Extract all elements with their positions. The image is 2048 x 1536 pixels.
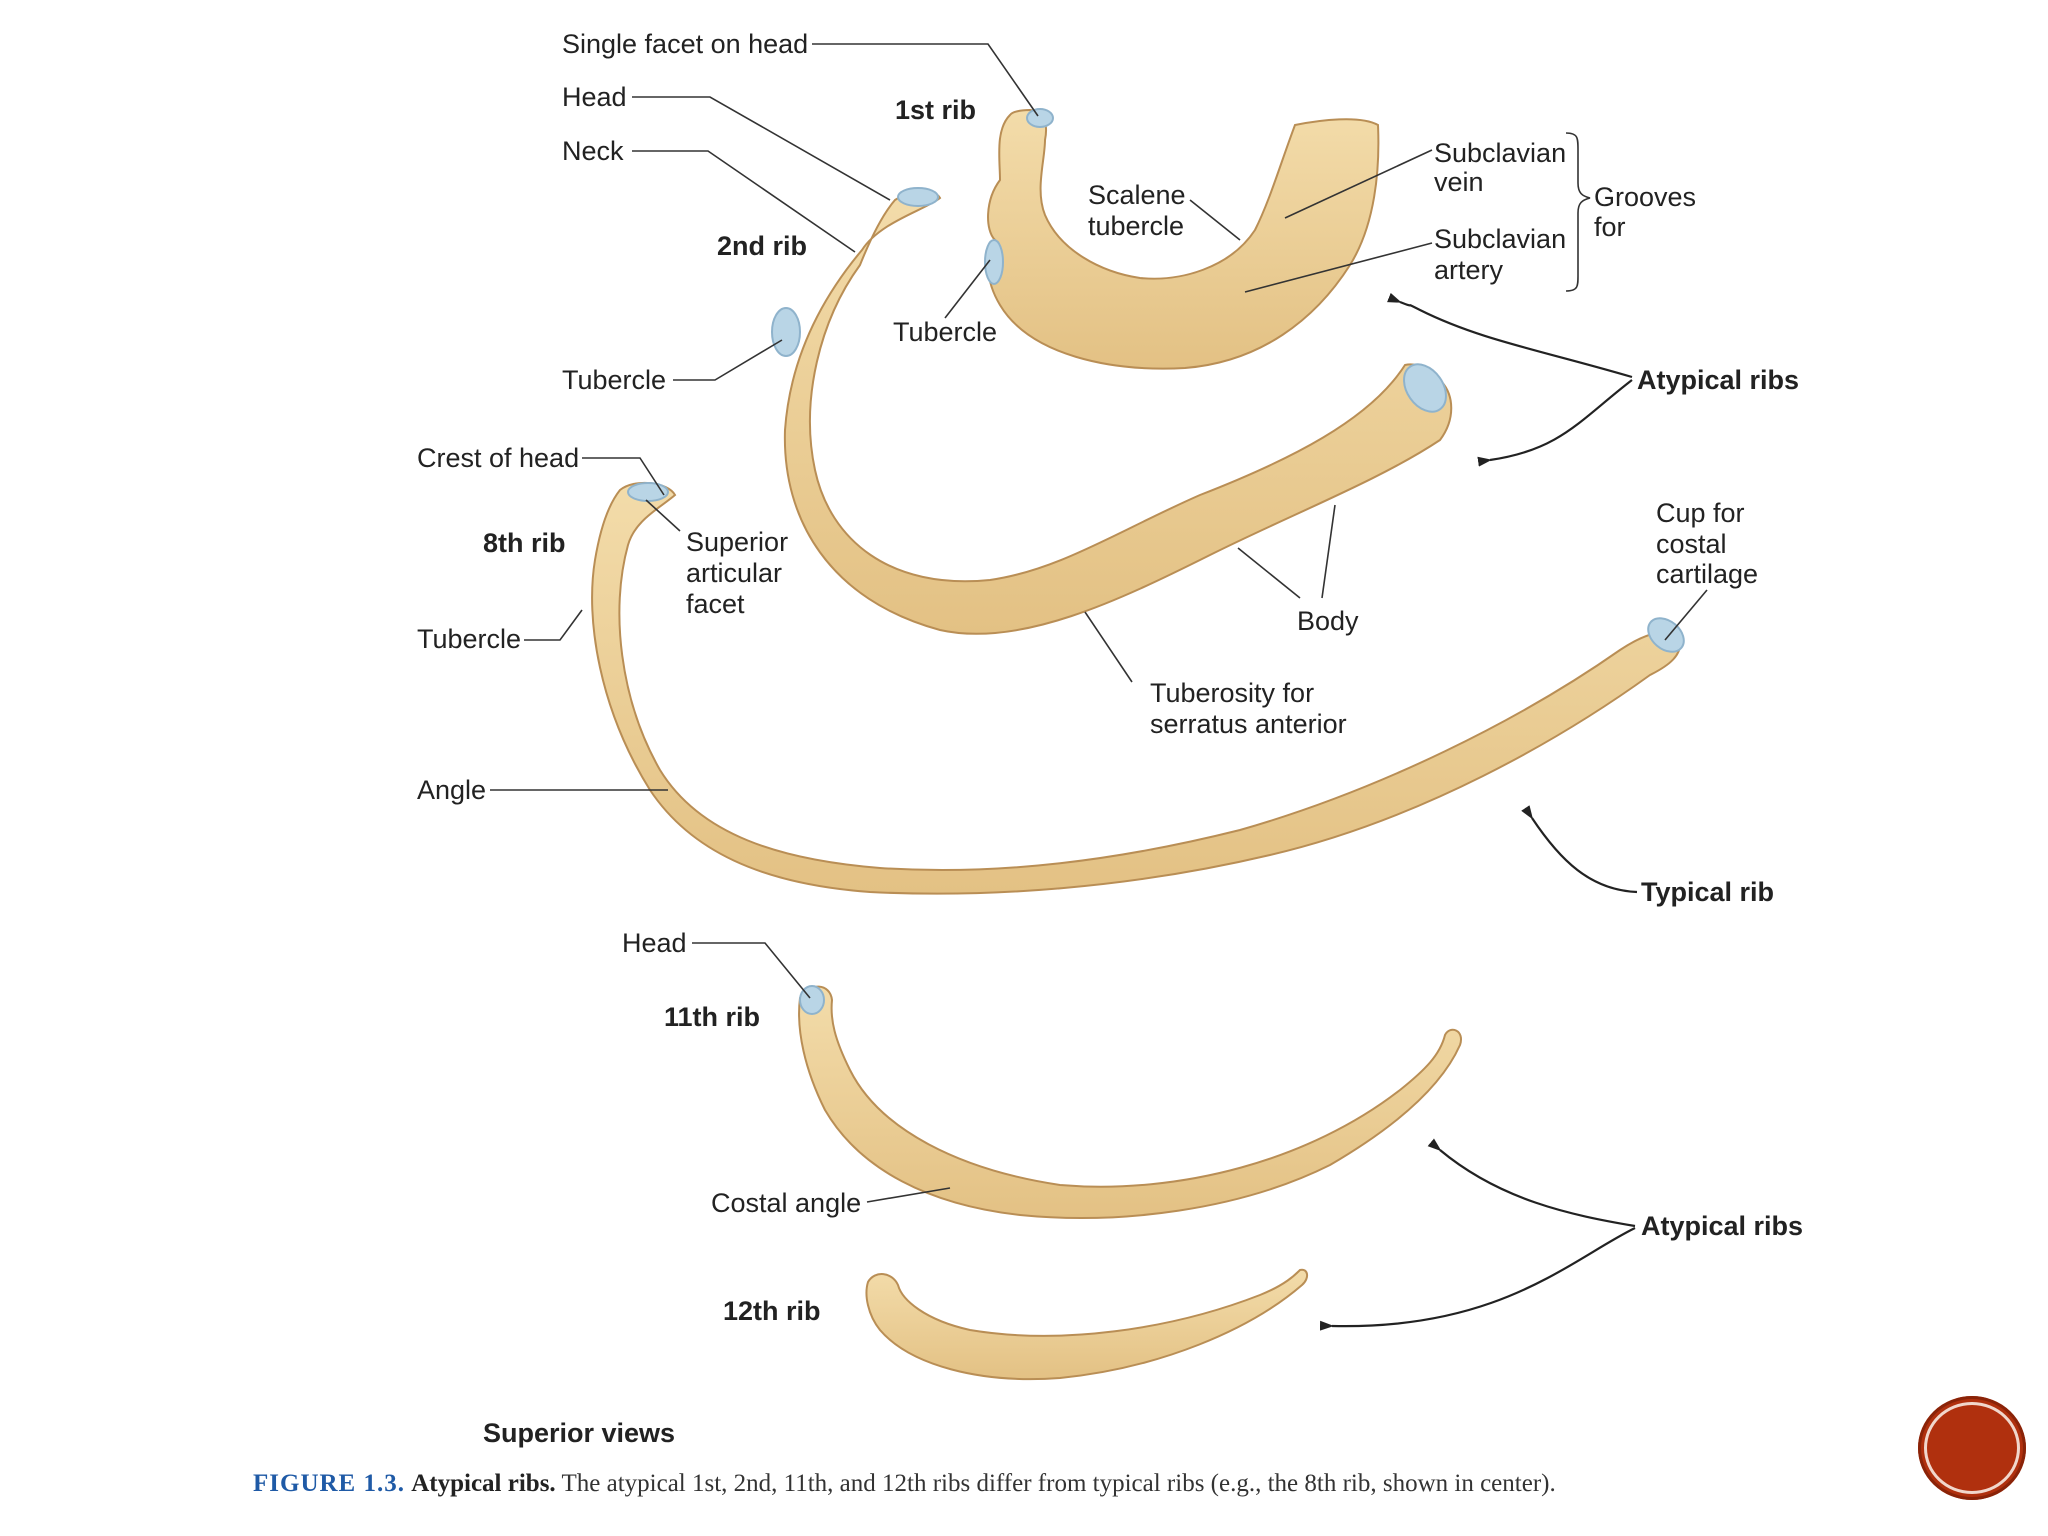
label-cup-1: Cup for: [1656, 498, 1745, 528]
twelfth-rib: [865, 1268, 1308, 1381]
eighth-rib: [591, 481, 1685, 895]
eleventh-rib: [798, 985, 1462, 1219]
label-atypical-ribs-upper: Atypical ribs: [1637, 365, 1799, 395]
label-scalene-tubercle-2: tubercle: [1088, 211, 1184, 241]
label-subclavian-artery-1: Subclavian: [1434, 224, 1566, 254]
grooves-brace: [1565, 132, 1591, 292]
first-rib-tubercle-facet: [984, 239, 1004, 285]
label-head-11th: Head: [622, 928, 687, 958]
label-tubercle-2nd: Tubercle: [562, 365, 666, 395]
figure-caption: FIGURE 1.3. Atypical ribs. The atypical …: [253, 1470, 1753, 1498]
label-cup-2: costal: [1656, 529, 1727, 559]
eighth-rib-costal-cup: [1647, 617, 1685, 653]
caption-title: Atypical ribs.: [411, 1470, 556, 1497]
pointer-arrows: [1319, 292, 1638, 1331]
second-rib-anterior-end: [1403, 363, 1447, 413]
label-cup-3: cartilage: [1656, 559, 1758, 589]
label-atypical-ribs-lower: Atypical ribs: [1641, 1211, 1803, 1241]
label-subclavian-vein-2: vein: [1434, 167, 1484, 197]
label-head: Head: [562, 82, 627, 112]
label-angle: Angle: [417, 775, 486, 805]
caption-text: The atypical 1st, 2nd, 11th, and 12th ri…: [561, 1470, 1556, 1497]
labels: Single facet on head Head Neck 1st rib 2…: [417, 29, 1803, 1448]
label-costal-angle: Costal angle: [711, 1188, 861, 1218]
label-12th-rib: 12th rib: [723, 1296, 821, 1326]
second-rib: [771, 187, 1453, 635]
label-superior-articular-facet-2: articular: [686, 558, 782, 588]
label-2nd-rib: 2nd rib: [717, 231, 807, 261]
label-superior-views: Superior views: [483, 1418, 675, 1448]
label-body: Body: [1297, 606, 1359, 636]
label-1st-rib: 1st rib: [895, 95, 976, 125]
label-typical-rib: Typical rib: [1641, 877, 1774, 907]
label-crest-of-head: Crest of head: [417, 443, 579, 473]
leader-lines: [490, 43, 1708, 1203]
second-rib-tubercle-facet: [771, 307, 801, 357]
label-scalene-tubercle-1: Scalene: [1088, 180, 1186, 210]
label-superior-articular-facet-3: facet: [686, 589, 745, 619]
label-subclavian-artery-2: artery: [1434, 255, 1504, 285]
label-tubercle-1st: Tubercle: [893, 317, 997, 347]
caption-number: FIGURE 1.3.: [253, 1470, 405, 1497]
label-neck: Neck: [562, 136, 624, 166]
label-subclavian-vein-1: Subclavian: [1434, 138, 1566, 168]
label-superior-articular-facet-1: Superior: [686, 527, 788, 557]
label-grooves-for-2: for: [1594, 212, 1626, 242]
slide-nav-button[interactable]: [1918, 1396, 2026, 1500]
label-11th-rib: 11th rib: [664, 1002, 760, 1032]
label-tuberosity-2: serratus anterior: [1150, 709, 1347, 739]
label-grooves-for-1: Grooves: [1594, 182, 1696, 212]
first-rib-head-facet: [1026, 108, 1054, 128]
second-rib-head-facet: [897, 187, 939, 207]
label-single-facet-on-head: Single facet on head: [562, 29, 808, 59]
label-tubercle-8th: Tubercle: [417, 624, 521, 654]
label-tuberosity-1: Tuberosity for: [1150, 678, 1314, 708]
label-8th-rib: 8th rib: [483, 528, 566, 558]
first-rib: [984, 108, 1380, 370]
red-circle-button-icon: [1924, 1402, 2020, 1494]
